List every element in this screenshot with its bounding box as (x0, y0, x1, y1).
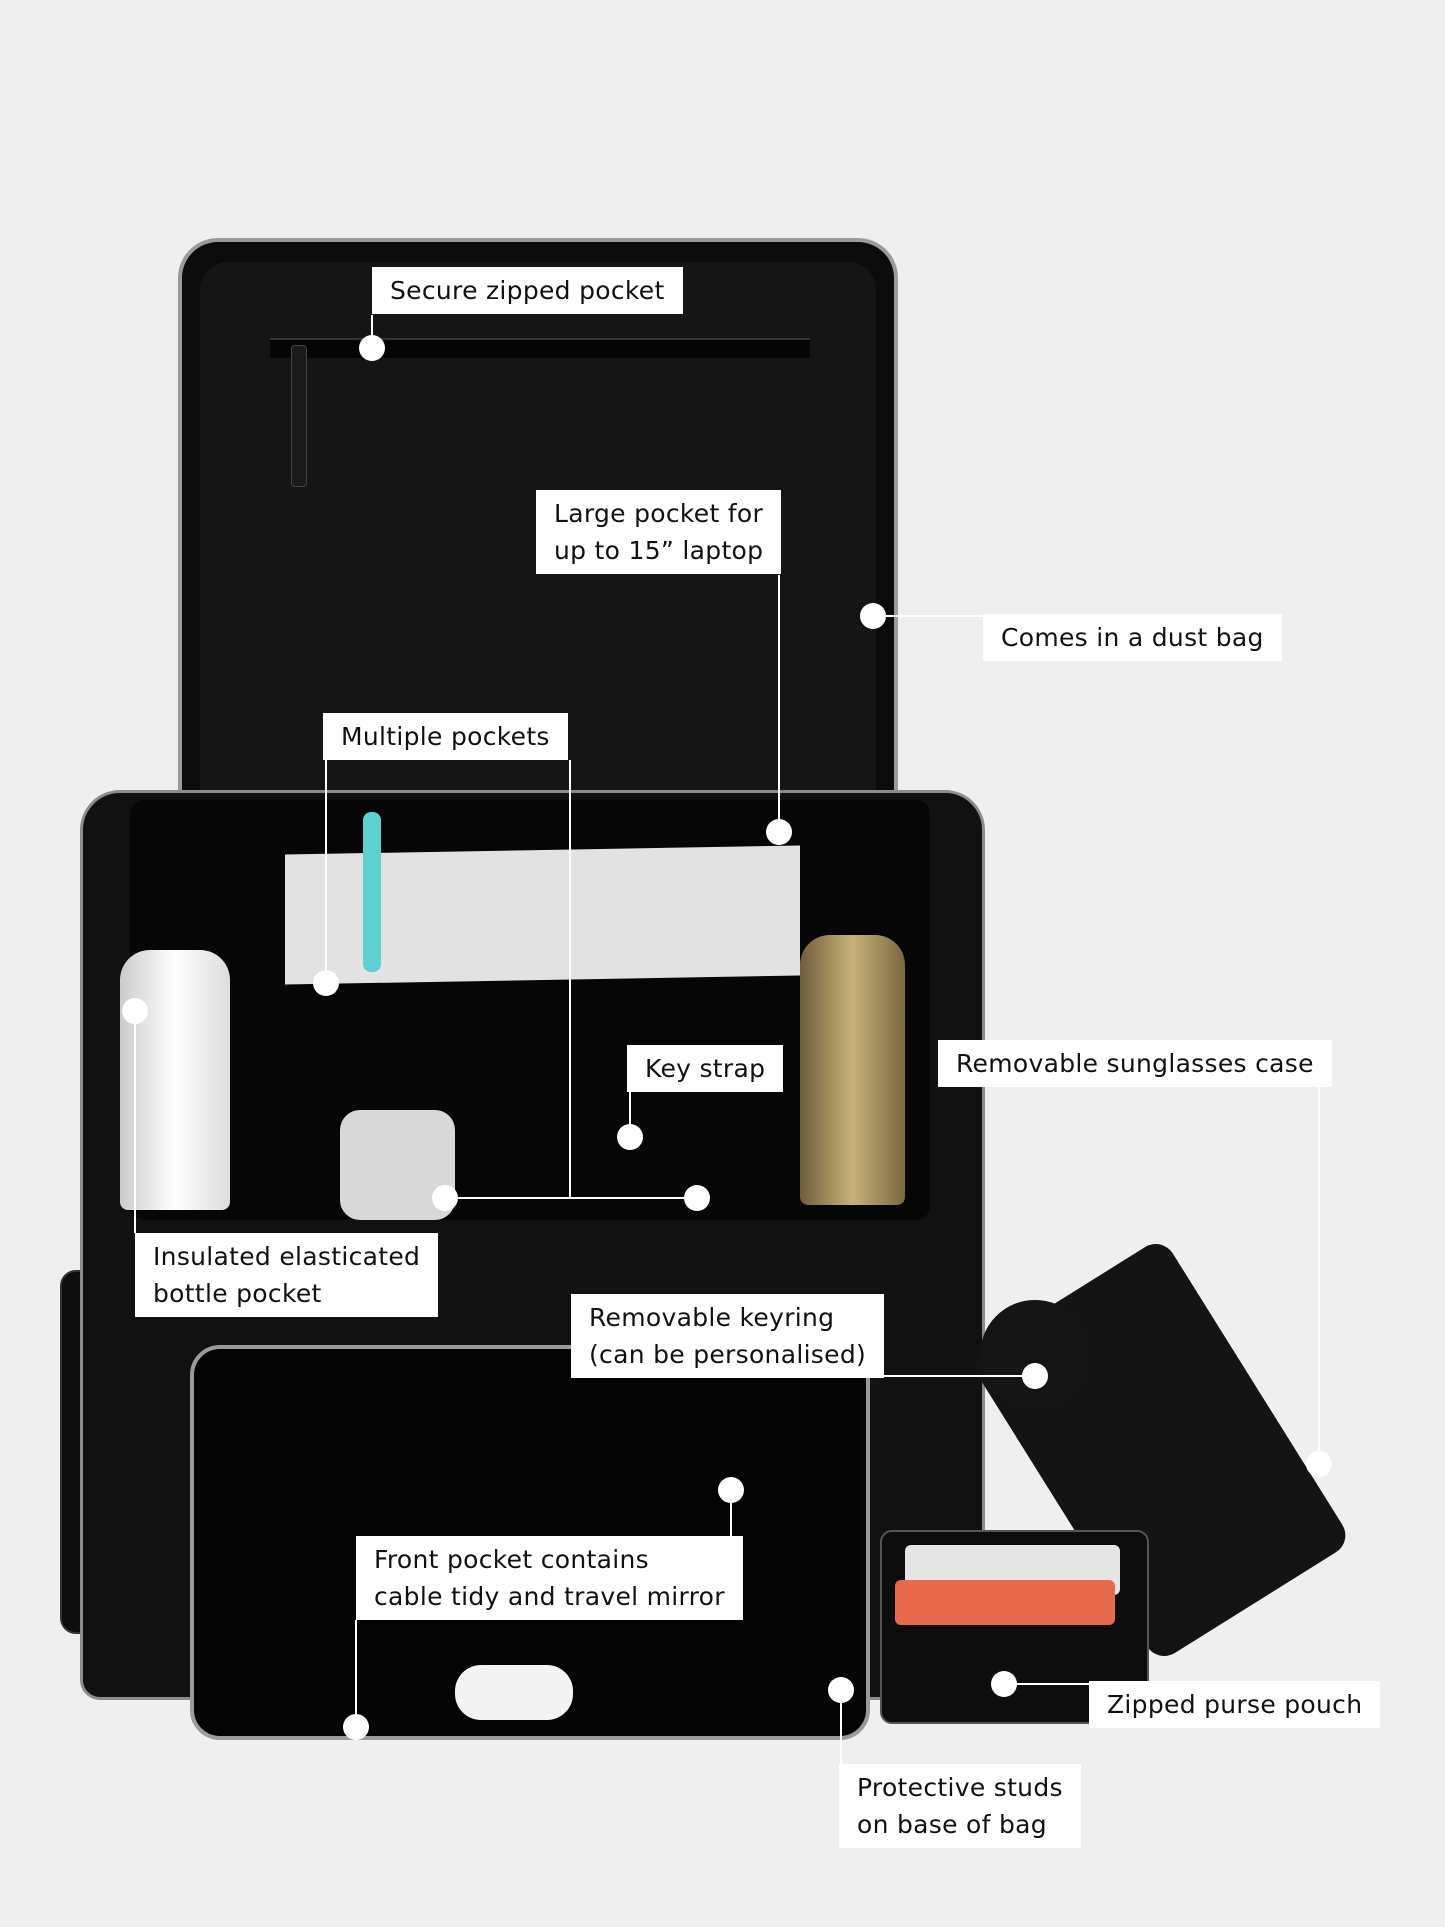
zip-pull (291, 345, 307, 487)
callout-dot (1306, 1451, 1332, 1477)
connector-line (840, 1690, 842, 1764)
keyring-fob (980, 1300, 1090, 1410)
callout-dot (828, 1677, 854, 1703)
callout-dot (684, 1185, 710, 1211)
connector-line (1318, 1086, 1320, 1464)
label-key-strap: Key strap (627, 1045, 784, 1092)
callout-dot (718, 1477, 744, 1503)
callout-dot (991, 1671, 1017, 1697)
label-laptop-pocket: Large pocket for up to 15” laptop (536, 490, 782, 574)
label-multiple-pockets: Multiple pockets (323, 713, 568, 760)
callout-dot (860, 603, 886, 629)
connector-line (445, 1197, 697, 1199)
connector-line (325, 760, 327, 983)
callout-dot (359, 335, 385, 361)
label-line: Comes in a dust bag (1001, 623, 1264, 652)
gold-bottle (800, 935, 905, 1205)
label-line: Removable keyring (589, 1303, 835, 1332)
connector-line (569, 760, 571, 1198)
connector-line (629, 1091, 631, 1137)
label-secure-zipped-pocket: Secure zipped pocket (372, 267, 683, 314)
connector-line (355, 1620, 357, 1727)
label-line: Large pocket for (554, 499, 764, 528)
label-line: on base of bag (857, 1810, 1047, 1839)
label-line: Key strap (645, 1054, 766, 1083)
connector-line (778, 575, 780, 832)
label-protective-studs: Protective studs on base of bag (839, 1764, 1081, 1848)
label-line: bottle pocket (153, 1279, 322, 1308)
label-bottle-pocket: Insulated elasticated bottle pocket (135, 1233, 439, 1317)
label-dust-bag: Comes in a dust bag (983, 614, 1282, 661)
connector-line (134, 1011, 136, 1233)
connector-line (1004, 1683, 1089, 1685)
label-line: (can be personalised) (589, 1340, 867, 1369)
label-line: Protective studs (857, 1773, 1063, 1802)
earbuds-case (455, 1665, 573, 1720)
callout-dot (122, 998, 148, 1024)
callout-dot (313, 970, 339, 996)
callout-dot (1022, 1363, 1048, 1389)
label-line: up to 15” laptop (554, 536, 764, 565)
white-bottle (120, 950, 230, 1210)
pen (363, 812, 381, 972)
connector-line (371, 315, 373, 348)
label-line: cable tidy and travel mirror (374, 1582, 725, 1611)
callout-dot (432, 1185, 458, 1211)
card (895, 1580, 1115, 1625)
label-line: Removable sunglasses case (956, 1049, 1314, 1078)
label-sunglasses-case: Removable sunglasses case (938, 1040, 1332, 1087)
callout-dot (617, 1124, 643, 1150)
connector-line (879, 1375, 1035, 1377)
callout-dot (343, 1714, 369, 1740)
label-front-pocket: Front pocket contains cable tidy and trav… (356, 1536, 743, 1620)
connector-line (873, 615, 983, 617)
lid-zip-pocket (270, 338, 810, 358)
label-line: Insulated elasticated (153, 1242, 421, 1271)
label-line: Zipped purse pouch (1107, 1690, 1363, 1719)
connector-line (730, 1490, 732, 1536)
callout-dot (766, 819, 792, 845)
label-line: Multiple pockets (341, 722, 550, 751)
label-keyring: Removable keyring (can be personalised) (571, 1294, 885, 1378)
label-purse-pouch: Zipped purse pouch (1089, 1681, 1381, 1728)
label-line: Secure zipped pocket (390, 276, 665, 305)
label-line: Front pocket contains (374, 1545, 649, 1574)
